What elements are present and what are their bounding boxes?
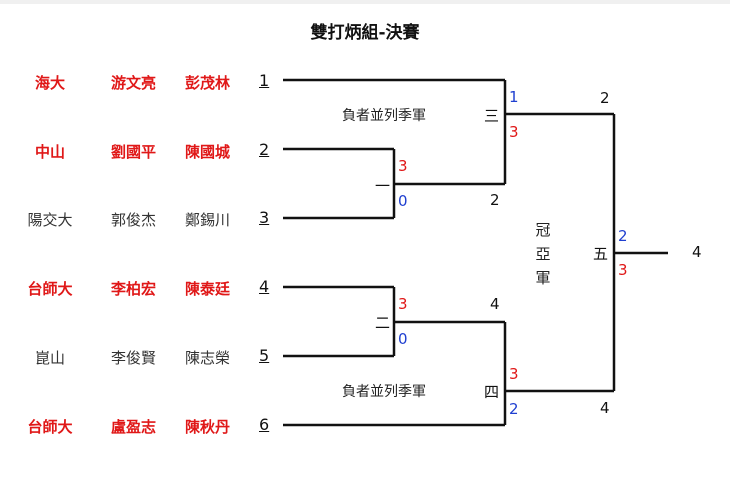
match-note: 負者並列季軍 [342,384,426,400]
player-name: 陳志榮 [185,349,231,367]
match-winner: 4 [490,295,500,313]
team-name: 台師大 [27,418,73,436]
match-label: 五 [593,245,609,263]
player-name: 李俊賢 [111,349,157,367]
page-title: 雙打炳組-決賽 [310,23,420,43]
champion-label-char: 亞 [535,245,551,263]
match-score-bottom: 3 [509,123,519,141]
champion-label-char: 軍 [535,269,551,287]
match-winner: 2 [490,191,500,209]
match-score-top: 3 [509,365,519,383]
match-winner: 2 [600,89,610,107]
match-score-bottom: 0 [398,192,408,210]
seed-number: 3 [259,208,270,227]
player-name: 彭茂林 [185,74,231,92]
player-name: 劉國平 [111,143,157,161]
match-score-top: 1 [509,88,519,106]
top-border [0,0,730,4]
match-score-bottom: 3 [618,261,628,279]
match-label: 四 [484,383,500,401]
match-score-top: 3 [398,295,408,313]
seed-number: 1 [259,71,270,90]
team-name: 崑山 [34,349,65,367]
match-score-bottom: 2 [509,400,519,418]
player-name: 鄭錫川 [185,211,231,229]
player-name: 李柏宏 [111,280,157,298]
champion-label-char: 冠 [535,221,551,239]
seed-number: 5 [259,346,270,365]
team-name: 台師大 [27,280,73,298]
player-name: 陳國城 [185,143,231,161]
player-name: 游文亮 [111,74,157,92]
team-name: 中山 [34,143,65,161]
match-label: 三 [484,107,500,125]
player-name: 盧盈志 [111,418,157,436]
seed-number: 4 [259,277,270,296]
match-label: 二 [375,314,391,332]
match-score-top: 3 [398,157,408,175]
seed-number: 2 [259,140,270,159]
champion-result: 4 [692,243,702,261]
seed-number: 6 [259,415,270,434]
match-note: 負者並列季軍 [342,108,426,124]
match-score-top: 2 [618,227,628,245]
player-name: 陳秋丹 [185,418,231,436]
team-name: 陽交大 [27,211,73,229]
player-name: 郭俊杰 [111,211,157,229]
match-score-bottom: 0 [398,330,408,348]
team-name: 海大 [34,74,65,92]
champion-label: 冠 亞 軍 [533,218,553,290]
match-winner: 4 [600,399,610,417]
player-name: 陳泰廷 [185,280,231,298]
match-label: 一 [375,177,391,195]
